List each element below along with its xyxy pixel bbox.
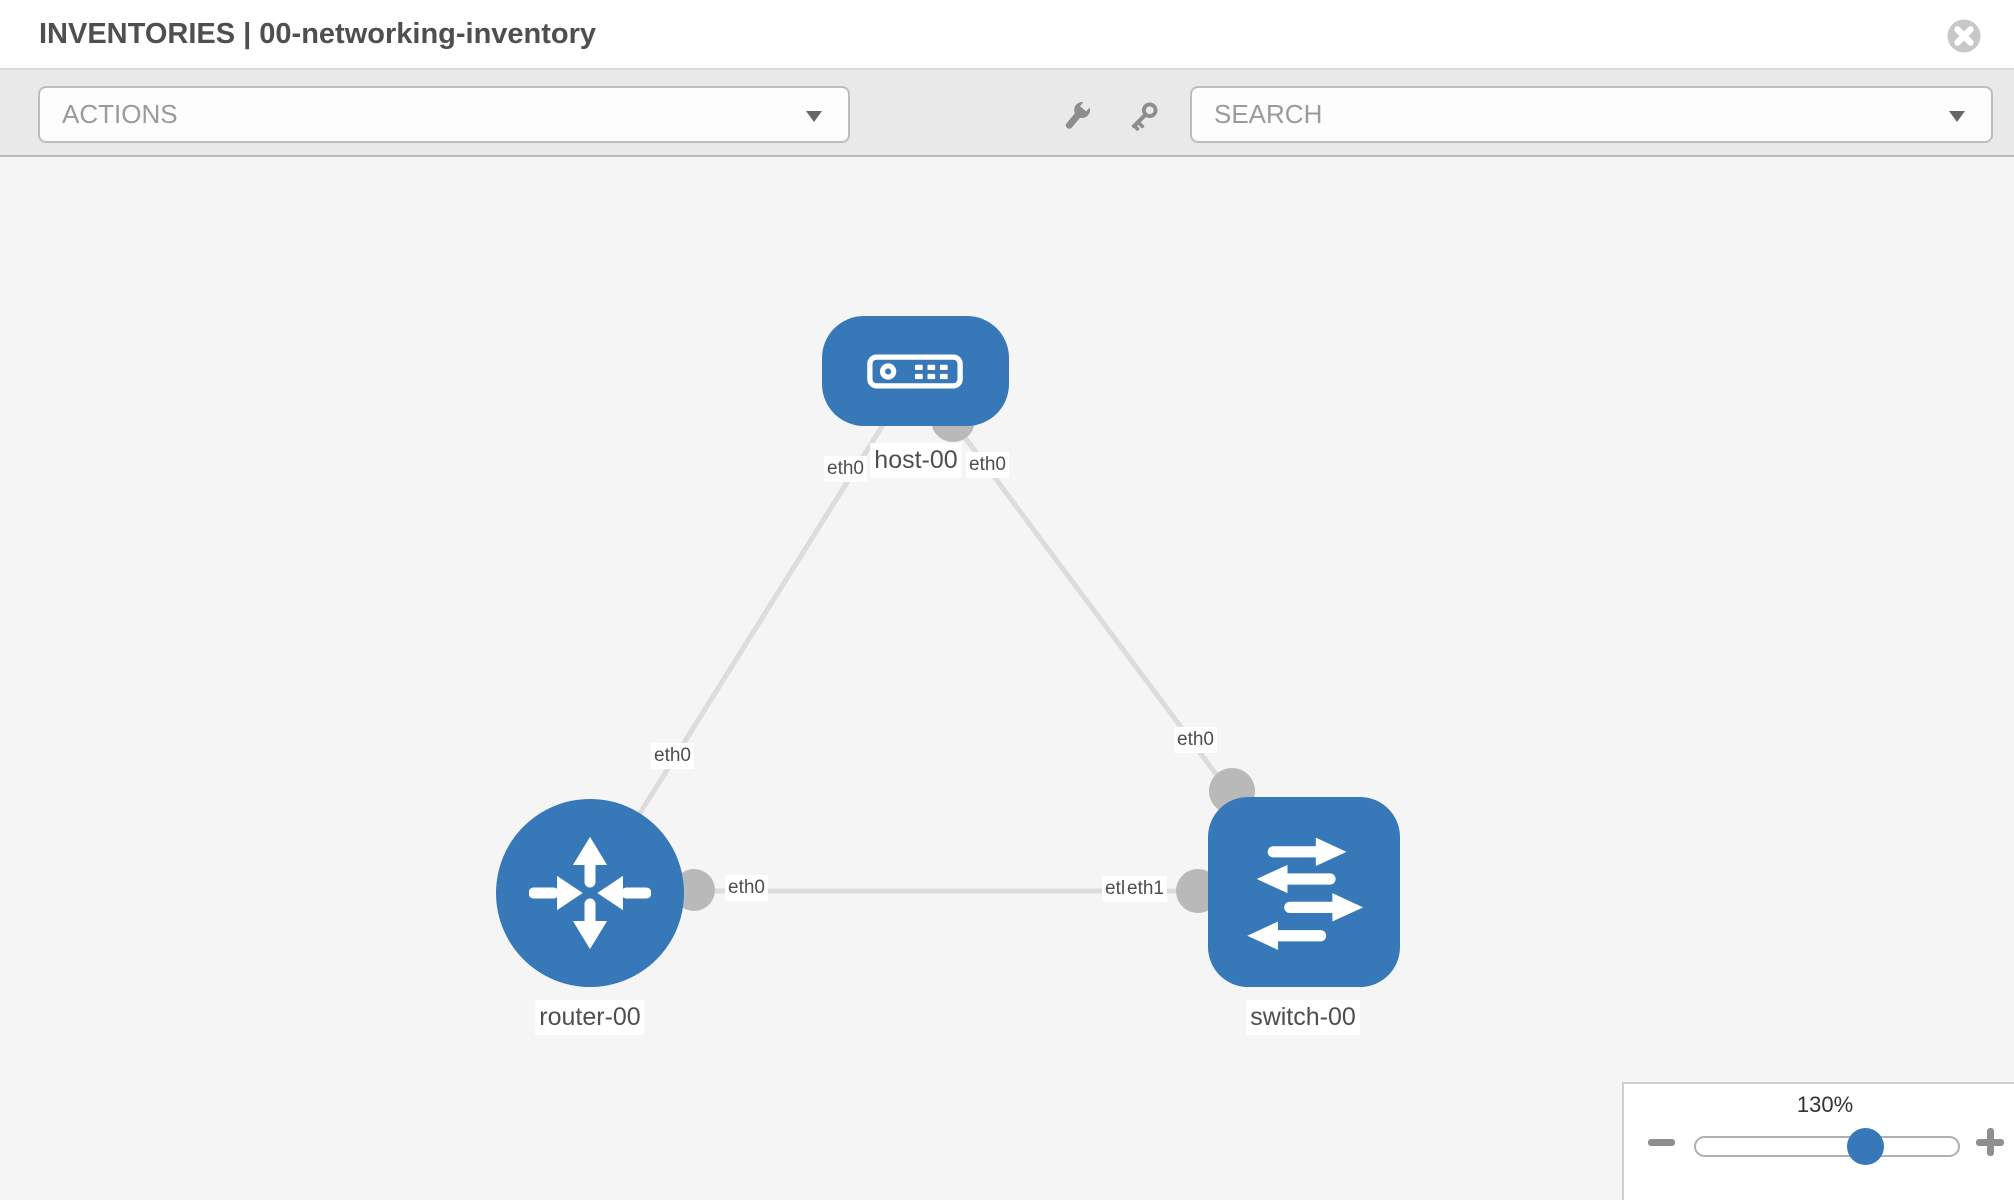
node-switch-00[interactable] xyxy=(1208,797,1400,987)
interface-label-host-eth0-right: eth0 xyxy=(966,452,1009,478)
toolbar: ACTIONS xyxy=(0,70,2014,157)
node-router-00[interactable] xyxy=(496,799,684,987)
interface-label-router-eth0-right: eth0 xyxy=(725,875,768,901)
interface-label-switch-eth1-left: eth1 xyxy=(1124,876,1167,902)
caret-down-icon xyxy=(1949,111,1965,122)
key-icon xyxy=(1125,102,1161,138)
caret-down-icon xyxy=(806,111,822,122)
minus-icon xyxy=(1648,1139,1675,1146)
node-host-00[interactable] xyxy=(822,316,1009,426)
zoom-out-button[interactable] xyxy=(1648,1139,1675,1146)
zoom-in-button[interactable] xyxy=(1976,1128,2004,1156)
close-button[interactable] xyxy=(1947,19,1981,53)
search-placeholder: SEARCH xyxy=(1214,99,1323,129)
zoom-level-value: 130% xyxy=(1796,1092,1854,1117)
actions-dropdown-label: ACTIONS xyxy=(62,99,178,129)
interface-label-router-eth0-top: eth0 xyxy=(651,743,694,769)
plus-icon xyxy=(1976,1128,2004,1156)
topology-links xyxy=(587,370,1307,895)
interface-label-switch-eth0-top: eth0 xyxy=(1174,727,1217,753)
node-label-switch-00: switch-00 xyxy=(1246,1000,1360,1035)
configure-button[interactable] xyxy=(1060,99,1096,135)
page-title: INVENTORIES | 00-networking-inventory xyxy=(39,18,597,50)
search-dropdown[interactable]: SEARCH xyxy=(1190,86,1993,143)
zoom-slider-track[interactable] xyxy=(1694,1136,1960,1157)
credentials-button[interactable] xyxy=(1125,99,1161,135)
close-icon xyxy=(1947,19,1981,57)
topology-canvas[interactable]: host-00 router-00 switch-00 eth0 eth0 et… xyxy=(0,157,2014,1200)
interface-label-host-eth0-left: eth0 xyxy=(824,456,867,482)
title-bar: INVENTORIES | 00-networking-inventory xyxy=(0,0,2014,70)
zoom-panel: 130% xyxy=(1622,1082,2014,1200)
wrench-icon xyxy=(1060,100,1096,138)
node-label-router-00: router-00 xyxy=(535,1000,645,1035)
node-label-host-00: host-00 xyxy=(870,443,962,478)
zoom-slider-thumb[interactable] xyxy=(1847,1128,1884,1165)
actions-dropdown[interactable]: ACTIONS xyxy=(38,86,850,143)
